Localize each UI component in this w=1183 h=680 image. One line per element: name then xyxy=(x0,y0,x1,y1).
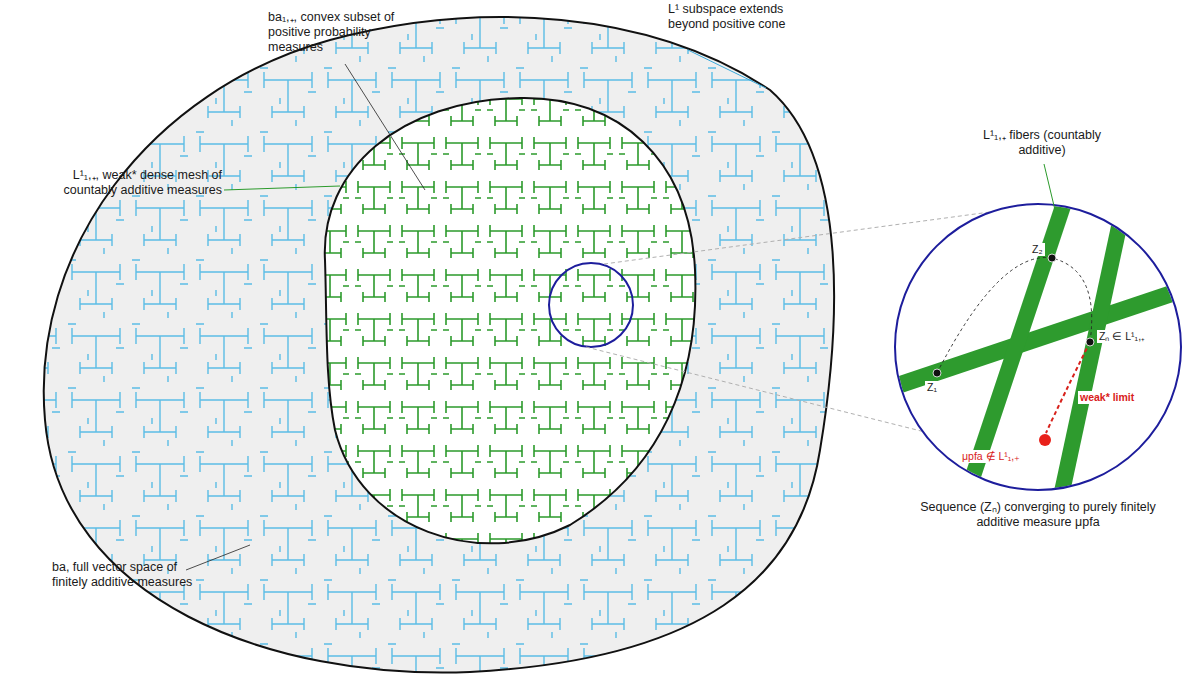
leader-line xyxy=(224,186,340,190)
leader-line xyxy=(186,545,250,570)
fiber-label: L¹₁,₊ fibers (countably additive) xyxy=(972,128,1112,158)
region-label: L¹₁,₊, weak* dense mesh of countably add… xyxy=(48,168,222,198)
positive-cone-region xyxy=(325,98,696,543)
limit-label: weak* limit xyxy=(1078,391,1136,404)
inset-caption: Sequence (Zₙ) converging to purely finit… xyxy=(898,500,1178,530)
limit-label: μpfa ∉ L¹₁,₊ xyxy=(960,450,1022,463)
sequence-point xyxy=(1086,338,1094,346)
ba-outline xyxy=(44,17,834,672)
fiber-band xyxy=(960,185,1070,515)
point-label: Z₁ xyxy=(925,381,939,394)
sequence-path xyxy=(937,258,1092,373)
sequence-point xyxy=(1048,254,1056,262)
region-label: ba, full vector space of finitely additi… xyxy=(52,560,202,590)
region-label: ba₁,₊, convex subset of positive probabi… xyxy=(268,10,418,55)
zoom-region xyxy=(549,263,633,347)
sequence-point xyxy=(933,369,941,377)
zoom-line xyxy=(586,347,925,432)
leader-line xyxy=(688,50,766,88)
limit-point xyxy=(1039,434,1051,446)
zoom-circle xyxy=(895,204,1181,490)
region-label: L¹ subspace extends beyond positive cone xyxy=(668,2,803,32)
positive-cone-outline xyxy=(325,98,696,543)
ba-region xyxy=(44,17,834,672)
limit-path xyxy=(1046,342,1090,433)
leader-line xyxy=(1044,164,1055,210)
point-label: Z₂ xyxy=(1030,243,1045,256)
point-label: Zₙ ∈ L¹₁,₊ xyxy=(1097,330,1147,343)
leader-line xyxy=(345,64,425,190)
